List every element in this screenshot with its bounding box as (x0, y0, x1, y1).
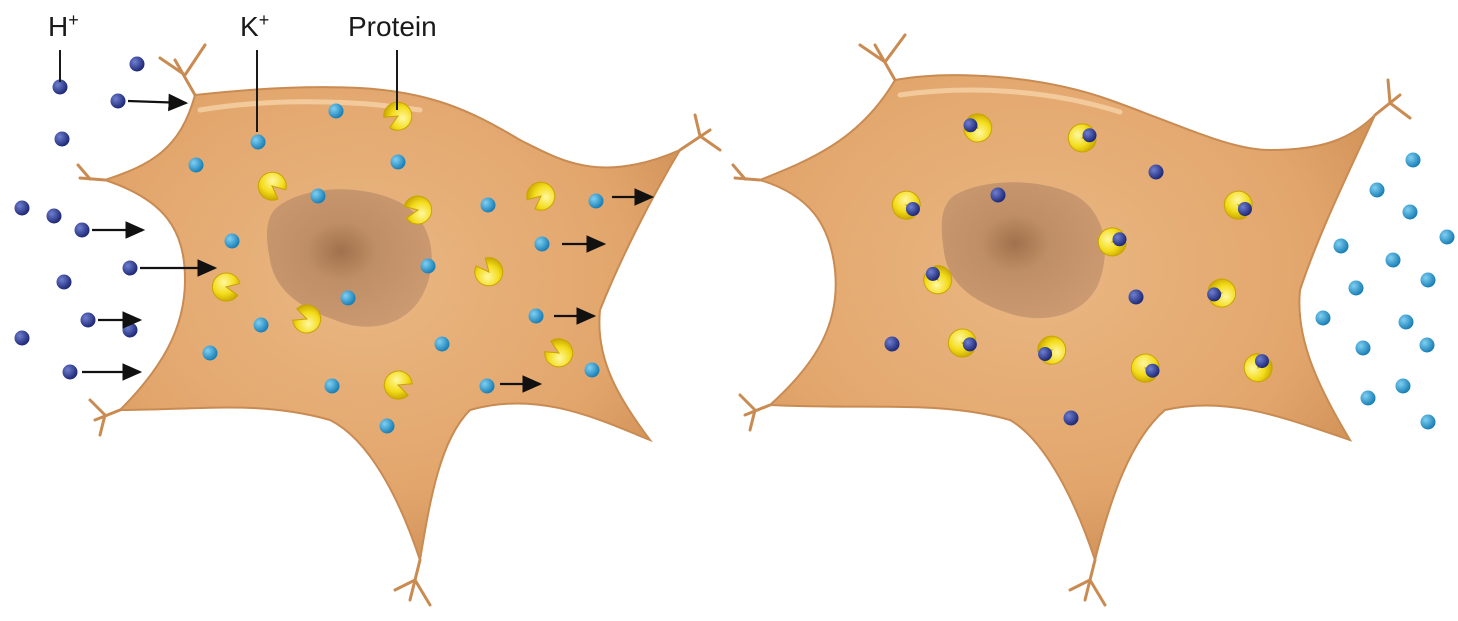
h-ion (55, 132, 70, 147)
h-ion (1255, 354, 1269, 368)
k-ion (1370, 183, 1385, 198)
k-ion (311, 189, 326, 204)
h-ion-symbol: H (48, 11, 68, 42)
k-ion (480, 379, 495, 394)
k-ion (1440, 230, 1455, 245)
h-ion (123, 323, 138, 338)
k-ion (254, 318, 269, 333)
h-ion (15, 201, 30, 216)
h-ion (885, 337, 900, 352)
k-ion (535, 237, 550, 252)
k-ion (1406, 153, 1421, 168)
h-ion (57, 275, 72, 290)
h-ion (81, 313, 96, 328)
h-ion (123, 261, 138, 276)
k-ion (1403, 205, 1418, 220)
k-ion (435, 337, 450, 352)
h-ion (963, 337, 977, 351)
h-ion (906, 202, 920, 216)
k-ion (329, 104, 344, 119)
h-ion (1083, 128, 1097, 142)
k-ion (1356, 341, 1371, 356)
arrow (128, 101, 186, 103)
h-ion (1064, 411, 1079, 426)
k-ion (341, 291, 356, 306)
k-ion (1421, 415, 1436, 430)
k-ion (1396, 379, 1411, 394)
h-ion-label: H+ (48, 10, 79, 42)
h-ion (1149, 165, 1164, 180)
h-ion (963, 118, 977, 132)
right-cell-panel (733, 35, 1455, 605)
h-ion (926, 267, 940, 281)
h-ion (1238, 202, 1252, 216)
h-ion (130, 57, 145, 72)
k-ion (589, 194, 604, 209)
h-ion (1146, 364, 1160, 378)
k-ion (1420, 338, 1435, 353)
k-ion (481, 198, 496, 213)
k-ion (1334, 239, 1349, 254)
k-ion (203, 346, 218, 361)
k-ion-symbol: K (240, 11, 259, 42)
h-ion (75, 223, 90, 238)
right-cell-body (733, 35, 1410, 605)
k-ion (529, 309, 544, 324)
k-ion (1421, 273, 1436, 288)
h-ion (47, 209, 62, 224)
k-ion (225, 234, 240, 249)
k-ion (1386, 253, 1401, 268)
h-ion (991, 188, 1006, 203)
h-ion (1207, 287, 1221, 301)
k-ion (380, 419, 395, 434)
h-ion-charge: + (68, 10, 79, 30)
k-ion (1361, 391, 1376, 406)
k-ion (391, 155, 406, 170)
k-ion (189, 158, 204, 173)
h-ion (1113, 232, 1127, 246)
protein-label: Protein (348, 11, 437, 42)
k-ion (1316, 311, 1331, 326)
k-ion (251, 135, 266, 150)
left-cell-panel (15, 45, 721, 605)
h-ion (111, 94, 126, 109)
h-ion (15, 331, 30, 346)
k-ion (325, 379, 340, 394)
k-ion (1349, 281, 1364, 296)
k-ion (421, 259, 436, 274)
k-ion (1399, 315, 1414, 330)
h-ion (1038, 347, 1052, 361)
k-ion-label: K+ (240, 10, 269, 42)
h-ion (1129, 290, 1144, 305)
h-ion (63, 365, 78, 380)
k-ion (585, 363, 600, 378)
k-ion-charge: + (259, 10, 270, 30)
